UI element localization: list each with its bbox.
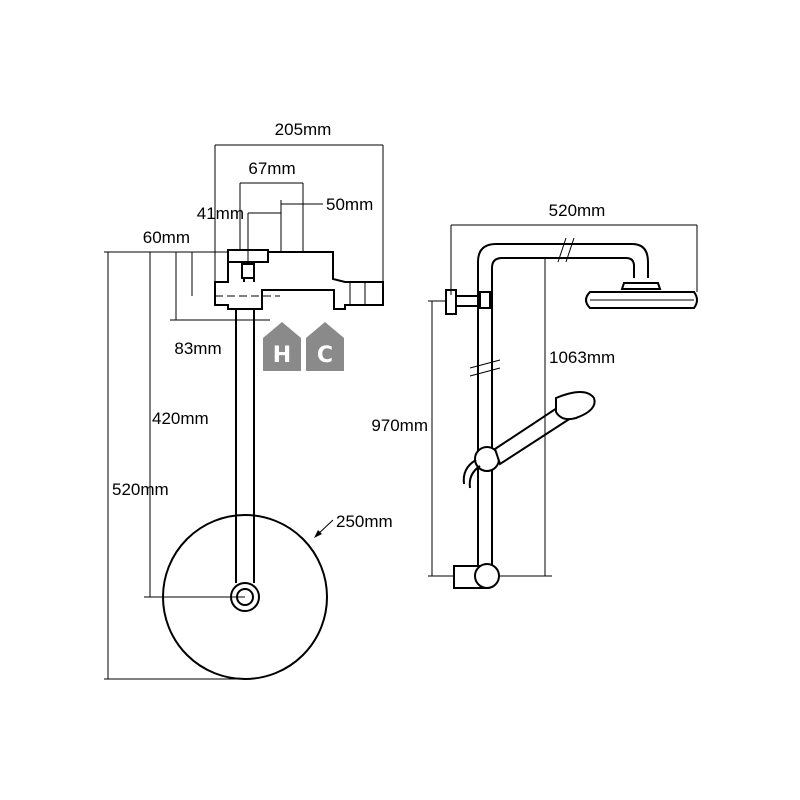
valve-outlet-nut	[241, 263, 255, 279]
shower-hose-1	[462, 459, 477, 485]
cold-badge-shape	[306, 322, 344, 371]
left-view: H C 205mm 67mm 41mm 50mm 60mm 83mm	[104, 120, 393, 680]
rail-break-mark-2	[469, 367, 501, 377]
dim-label-83: 83mm	[174, 339, 221, 358]
dim-label-41: 41mm	[197, 204, 244, 223]
hot-badge-shape	[263, 322, 301, 371]
dim-label-1063: 1063mm	[549, 348, 615, 367]
cold-badge: C	[306, 322, 344, 371]
hot-badge-letter: H	[273, 343, 291, 368]
rail-break-mark-1	[469, 359, 501, 369]
arm-break-mark-1	[557, 237, 567, 263]
dim-label-420: 420mm	[152, 409, 209, 428]
arm-break-mark-2	[565, 237, 575, 263]
dim-label-205: 205mm	[275, 120, 332, 139]
overhead-arm-inner	[491, 257, 635, 278]
dim-label-520-right: 520mm	[549, 201, 606, 220]
overhead-head-connector	[620, 282, 662, 290]
overhead-arm-outer	[477, 243, 649, 278]
handset-head	[555, 391, 596, 421]
dim-label-67: 67mm	[248, 159, 295, 178]
dim-label-50: 50mm	[326, 195, 373, 214]
shower-hose-2	[468, 465, 481, 489]
bracket-top-clamp	[479, 291, 491, 309]
hot-badge: H	[263, 322, 301, 371]
bottom-outlet-knuckle	[474, 563, 500, 589]
cold-badge-letter: C	[317, 343, 333, 368]
dim-label-250: 250mm	[336, 512, 393, 531]
right-view: 520mm 1063mm 970mm	[371, 201, 698, 589]
dim-label-970: 970mm	[371, 416, 428, 435]
leader-arrow-250	[314, 530, 322, 538]
dim-label-60: 60mm	[143, 228, 190, 247]
dim-label-520-left: 520mm	[112, 480, 169, 499]
